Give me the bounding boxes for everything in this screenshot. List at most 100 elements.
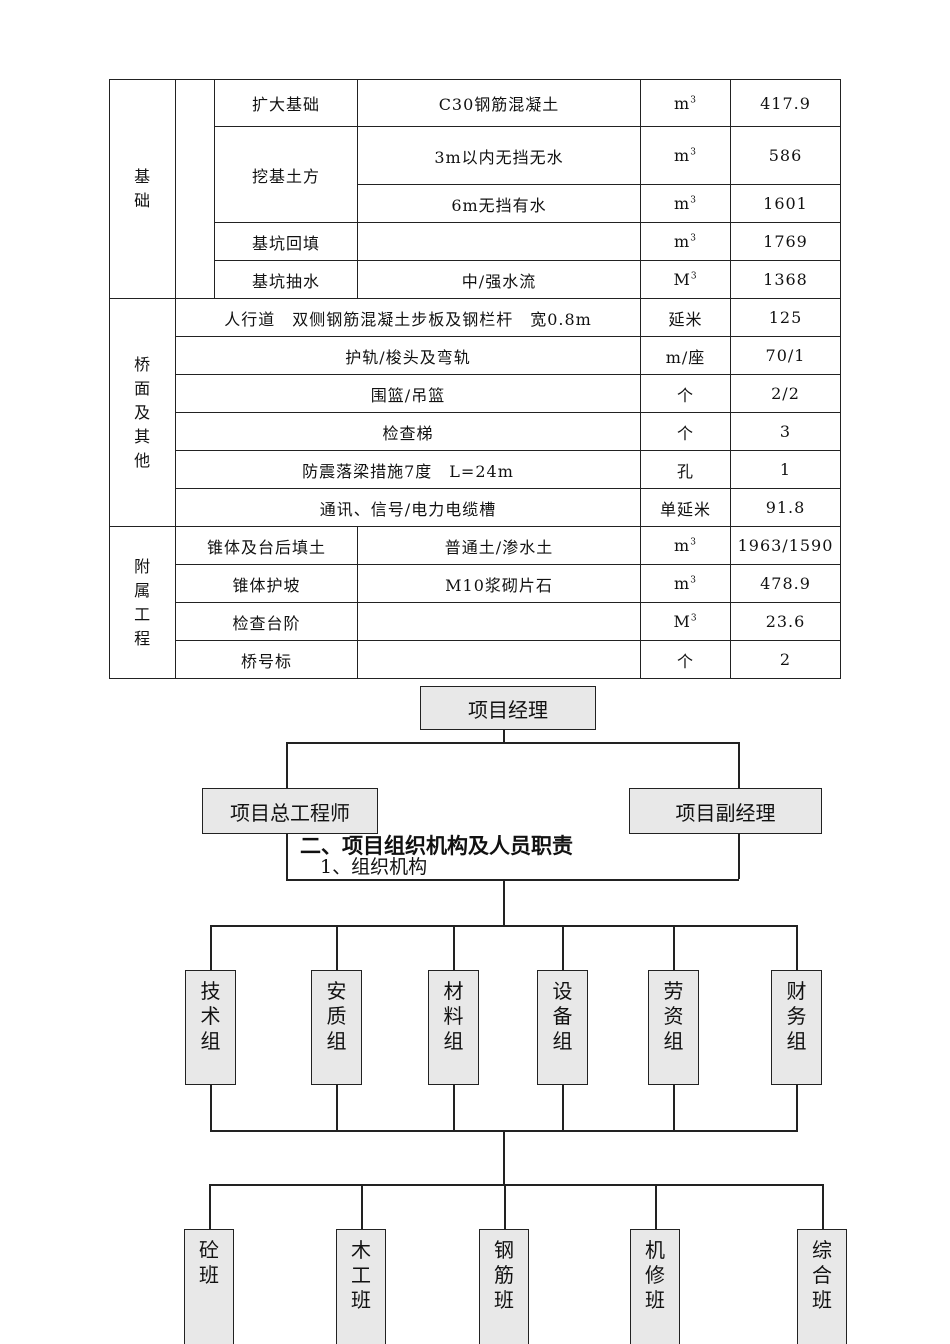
spec-cell — [357, 602, 641, 641]
org-box-label: 木工班 — [351, 1238, 371, 1312]
unit-cell: 延米 — [640, 298, 731, 337]
quantity-cell: 3 — [730, 412, 841, 451]
connector-line — [210, 925, 798, 927]
unit-cell: m3 — [640, 564, 731, 603]
org-box-label: 砼班 — [199, 1238, 219, 1287]
quantity-cell: 1 — [730, 450, 841, 489]
org-box-label: 安质组 — [326, 979, 347, 1053]
connector-line — [796, 1084, 798, 1130]
unit-cell: M3 — [640, 602, 731, 641]
connector-line — [286, 742, 739, 744]
unit-text: m — [674, 574, 691, 593]
connector-line — [503, 1130, 505, 1184]
item-cell: 检查梯 — [175, 412, 641, 451]
unit-cell: m3 — [640, 79, 731, 127]
item-cell: 围篮/吊篮 — [175, 374, 641, 413]
quantity-cell: 2/2 — [730, 374, 841, 413]
table-row: 围篮/吊篮 个 2/2 — [110, 374, 841, 413]
quantity-cell: 1769 — [730, 222, 841, 261]
item-cell: 桥号标 — [175, 640, 358, 679]
unit-cell: M3 — [640, 260, 731, 299]
connector-line — [210, 1084, 212, 1130]
team-box: 综合班 — [797, 1229, 847, 1344]
unit-superscript: 3 — [690, 537, 697, 548]
table-row: 桥号标 个 2 — [110, 640, 841, 679]
unit-text: 单延米 — [659, 499, 711, 519]
quantity-cell: 417.9 — [730, 79, 841, 127]
connector-line — [453, 925, 455, 971]
unit-text: 孔 — [676, 461, 694, 481]
quantity-cell: 478.9 — [730, 564, 841, 603]
connector-line — [562, 925, 564, 971]
unit-text: m — [674, 194, 691, 213]
chief-engineer-box: 项目总工程师 — [202, 788, 378, 834]
quantity-cell: 1601 — [730, 184, 841, 223]
connector-line — [738, 833, 740, 879]
unit-text: M — [673, 612, 691, 631]
connector-line — [453, 1084, 455, 1130]
item-cell: 锥体及台后填土 — [175, 526, 358, 565]
connector-line — [286, 833, 288, 879]
item-cell: 人行道 双侧钢筋混凝土步板及钢栏杆 宽0.8m — [175, 298, 641, 337]
group-box: 技术组 — [185, 970, 236, 1085]
org-box-label: 综合班 — [812, 1238, 832, 1312]
org-box-label: 财务组 — [786, 979, 807, 1053]
connector-line — [286, 879, 739, 881]
unit-cell: m/座 — [640, 336, 731, 375]
org-box-label: 技术组 — [200, 979, 221, 1053]
unit-cell: 个 — [640, 374, 731, 413]
quantity-cell: 1963/1590 — [730, 526, 841, 565]
unit-text: 个 — [676, 651, 694, 671]
connector-line — [286, 742, 288, 788]
section-heading: 二、项目组织机构及人员职责 — [300, 834, 573, 858]
unit-cell: 个 — [640, 412, 731, 451]
quantity-cell: 23.6 — [730, 602, 841, 641]
quantity-cell: 91.8 — [730, 488, 841, 527]
group-label-cell: 基础 — [109, 79, 176, 299]
project-manager-box: 项目经理 — [420, 686, 596, 730]
quantity-cell: 2 — [730, 640, 841, 679]
group-box: 劳资组 — [648, 970, 699, 1085]
unit-text: 个 — [676, 385, 694, 405]
unit-cell: m3 — [640, 526, 731, 565]
item-cell: 护轨/梭头及弯轨 — [175, 336, 641, 375]
connector-line — [673, 1084, 675, 1130]
connector-line — [503, 730, 505, 743]
org-box-label: 材料组 — [443, 979, 464, 1053]
connector-line — [336, 925, 338, 971]
unit-cell: m3 — [640, 126, 731, 185]
connector-line — [210, 925, 212, 971]
spec-cell: M10浆砌片石 — [357, 564, 641, 603]
blank-cell — [175, 79, 215, 299]
unit-cell: 单延米 — [640, 488, 731, 527]
unit-superscript: 3 — [690, 195, 697, 206]
connector-line — [361, 1184, 363, 1230]
unit-text: m — [674, 536, 691, 555]
unit-superscript: 3 — [690, 575, 697, 586]
group-box: 设备组 — [537, 970, 588, 1085]
org-box-label: 设备组 — [552, 979, 573, 1053]
spec-cell: 3m以内无挡无水 — [357, 126, 641, 185]
quantity-cell: 1368 — [730, 260, 841, 299]
unit-superscript: 3 — [690, 613, 698, 624]
connector-line — [336, 1084, 338, 1130]
item-cell: 防震落梁措施7度 L=24m — [175, 450, 641, 489]
connector-line — [503, 879, 505, 925]
connector-line — [738, 742, 740, 788]
group-box: 材料组 — [428, 970, 479, 1085]
connector-line — [796, 925, 798, 971]
connector-line — [504, 1184, 506, 1230]
connector-line — [209, 1184, 211, 1230]
spec-cell: C30钢筋混凝土 — [357, 79, 641, 127]
unit-cell: 孔 — [640, 450, 731, 489]
